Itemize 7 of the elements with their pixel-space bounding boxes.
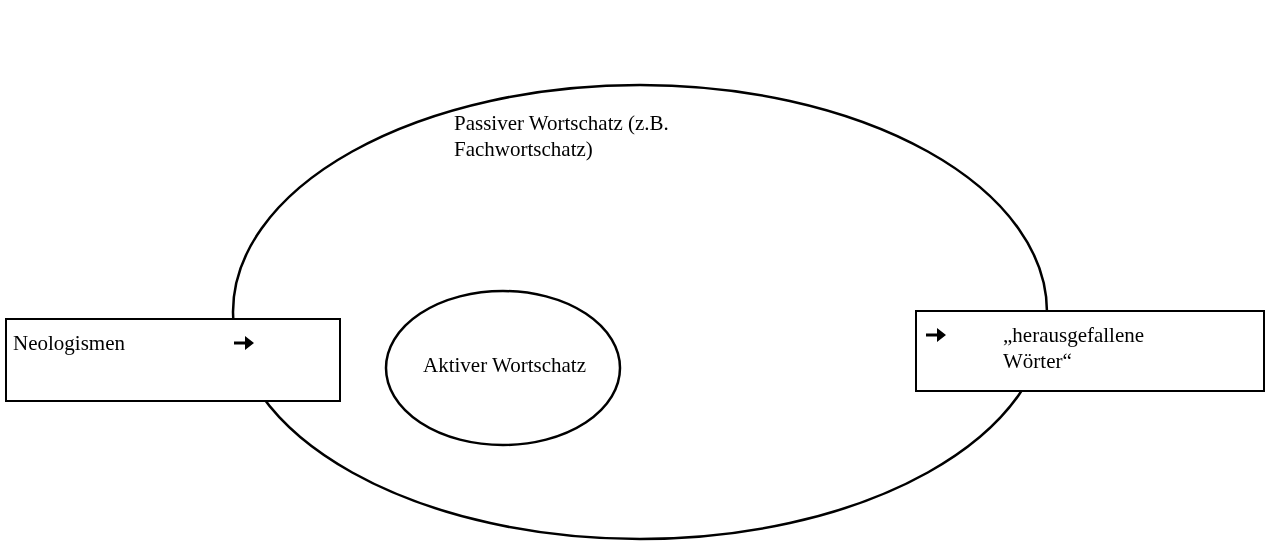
node-label: Aktiver Wortschatz xyxy=(423,352,587,378)
node-label: „herausgefallene Wörter“ xyxy=(1003,322,1146,374)
node-label: Passiver Wortschatz (z.B. Fachwortschatz) xyxy=(454,110,670,162)
node-label: Neologismen xyxy=(13,330,126,356)
text-box xyxy=(5,318,341,402)
text-box xyxy=(915,310,1265,392)
ellipse-shape xyxy=(385,290,621,446)
